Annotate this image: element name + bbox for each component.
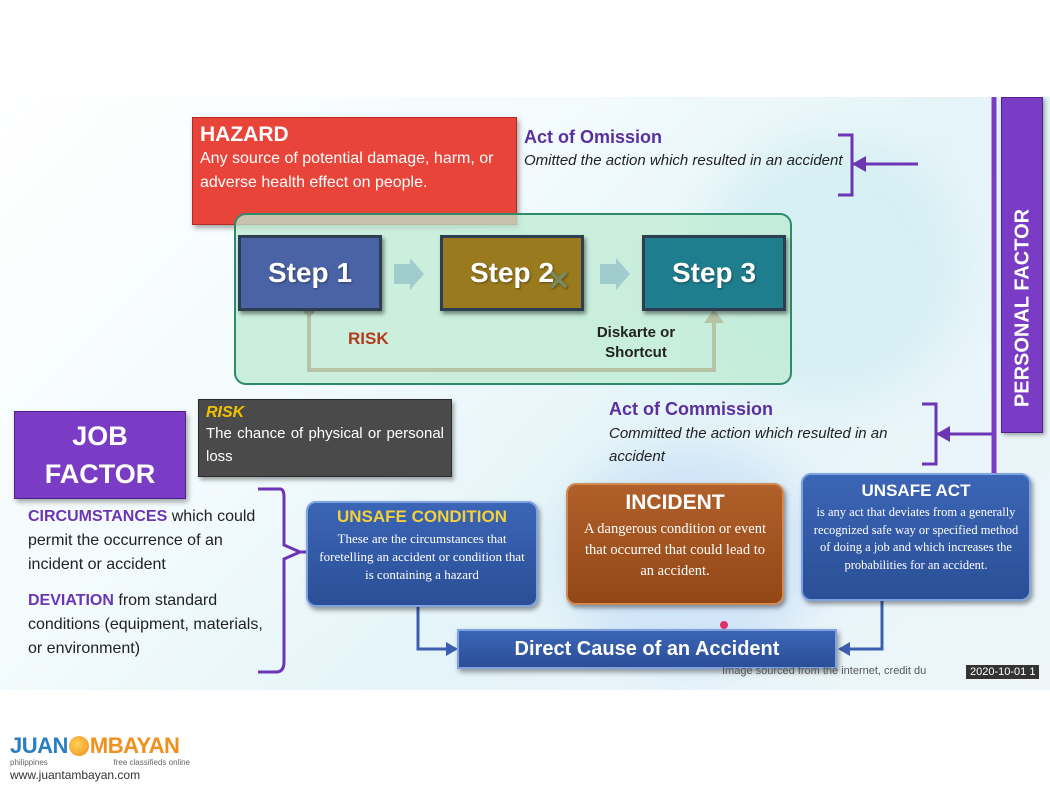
omission-text: Omitted the action which resulted in an … [524, 152, 843, 169]
unsafe-act-box: UNSAFE ACT is any act that deviates from… [801, 473, 1031, 601]
risk-box-title: RISK [206, 404, 245, 421]
hazard-box: HAZARD Any source of potential damage, h… [192, 117, 517, 225]
step-3-label: Step 3 [671, 257, 757, 288]
slide: HAZARD Any source of potential damage, h… [0, 97, 1050, 690]
shortcut-label: Diskarte or Shortcut [596, 324, 676, 361]
hazard-title: HAZARD [200, 123, 289, 146]
risk-box-text: The chance of physical or personal loss [206, 425, 444, 465]
risk-box: RISK The chance of physical or personal … [198, 399, 452, 477]
brand-logo[interactable]: JUAN MBAYAN philippines free classifieds… [10, 735, 210, 785]
commission-title: Act of Commission [609, 399, 774, 419]
commission-block: Act of Commission Committed the action w… [609, 399, 931, 468]
unsafe-condition-title: UNSAFE CONDITION [337, 507, 507, 526]
step-1-box: Step 1 [238, 235, 382, 311]
hazard-text: Any source of potential damage, harm, or… [200, 150, 494, 191]
commission-arrowhead [936, 426, 950, 442]
timestamp: 2020-10-01 1 [966, 665, 1040, 679]
step-1-label: Step 1 [267, 257, 353, 288]
image-credit: Image sourced from the internet, credit … [722, 665, 927, 677]
brand-tag-right: free classifieds online [113, 758, 190, 767]
incident-title: INCIDENT [625, 491, 725, 514]
brand-tag-left: philippines [10, 758, 48, 767]
omission-block: Act of Omission Omitted the action which… [524, 127, 844, 172]
brand-name-right: MBAYAN [89, 733, 180, 758]
omission-arrowhead [852, 156, 866, 172]
deviation-body: from standard conditions (equipment, mat… [28, 592, 263, 657]
direct-cause-label: Direct Cause of an Accident [514, 637, 780, 660]
job-factor-box: JOB FACTOR [14, 411, 186, 499]
circumstances-body: which could permit the occurrence of an … [28, 508, 256, 573]
risk-arrow-label: RISK [348, 329, 389, 348]
unsafe-condition-text: These are the circumstances that foretel… [319, 531, 525, 582]
cursor-dot [720, 621, 728, 629]
unsafe-act-title: UNSAFE ACT [861, 481, 971, 500]
incident-box: INCIDENT A dangerous condition or event … [566, 483, 784, 605]
job-factor-label: JOB FACTOR [44, 421, 156, 489]
step-3-box: Step 3 [642, 235, 786, 311]
direct-cause-box: Direct Cause of an Accident [457, 629, 837, 669]
omission-title: Act of Omission [524, 127, 663, 147]
personal-factor-box: PERSONAL FACTOR [1001, 97, 1043, 433]
unsafe-condition-box: UNSAFE CONDITION These are the circumsta… [306, 501, 538, 607]
circumstances-text: CIRCUMSTANCES which could permit the occ… [28, 505, 278, 577]
sun-icon [68, 736, 89, 756]
circumstances-keyword: CIRCUMSTANCES [28, 508, 168, 525]
step-2-label: Step 2 [469, 257, 555, 288]
cross-icon: ✕ [547, 265, 571, 296]
step-2-box: Step 2 ✕ [440, 235, 584, 311]
commission-text: Committed the action which resulted in a… [609, 425, 888, 465]
unsafe-act-text: is any act that deviates from a generall… [813, 505, 1019, 572]
incident-text: A dangerous condition or event that occu… [583, 521, 766, 579]
personal-factor-label: PERSONAL FACTOR [1011, 208, 1034, 408]
deviation-keyword: DEVIATION [28, 592, 114, 609]
deviation-text: DEVIATION from standard conditions (equi… [28, 589, 278, 661]
brand-url[interactable]: www.juantambayan.com [10, 768, 141, 782]
brand-name-left: JUAN [10, 733, 68, 758]
